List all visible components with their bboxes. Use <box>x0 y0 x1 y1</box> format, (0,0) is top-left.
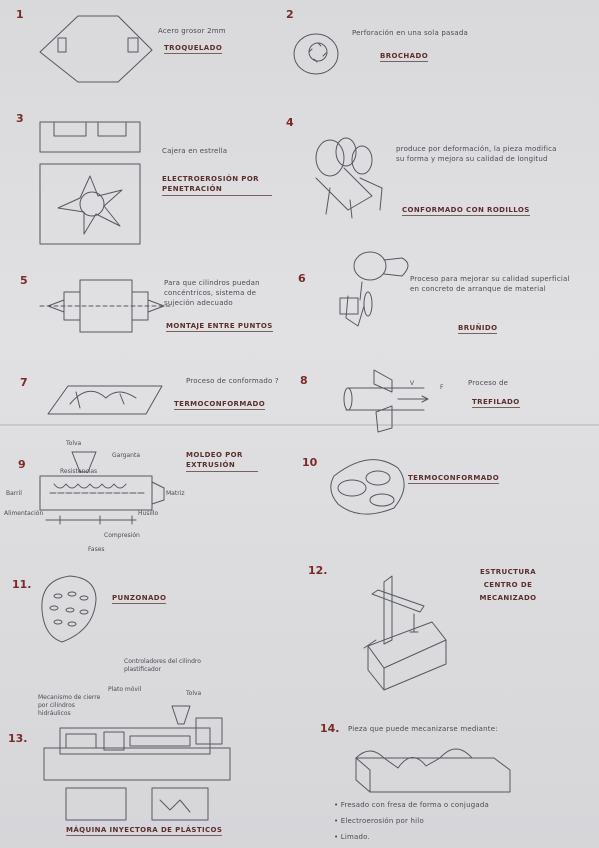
label-resistencias: Resistencias <box>60 468 98 475</box>
machined-part-sketch <box>355 748 511 793</box>
item-title: MONTAJE ENTRE PUNTOS <box>166 322 273 332</box>
item-number: 8 <box>300 374 308 387</box>
thermoformed-sheet-sketch <box>47 385 163 415</box>
eroded-block-side <box>39 121 141 153</box>
roller-forming-sketch <box>315 137 383 219</box>
force-label: F <box>440 384 444 391</box>
item-title: TERMOCONFORMADO <box>174 400 266 410</box>
star-cavity <box>57 175 123 235</box>
item-number: 9 <box>18 458 26 471</box>
item-note: Para que cilindros puedan concéntricos, … <box>164 279 260 307</box>
thermoformed-tray-sketch <box>330 459 405 515</box>
label-fases: Fases <box>88 546 105 553</box>
item-note: produce por deformación, la pieza modifi… <box>396 145 557 163</box>
eroded-block-top <box>39 163 141 245</box>
label-matriz: Matriz <box>166 490 185 497</box>
item-number: 13. <box>8 732 28 745</box>
item-title: PUNZONADO <box>112 594 167 604</box>
item-title: BROCHADO <box>380 52 429 62</box>
machining-center-sketch <box>363 575 447 691</box>
velocity-label: V <box>410 380 415 387</box>
item-title: ESTRUCTURA CENTRO DE MECANIZADO <box>479 568 537 602</box>
item-note: Proceso de conformado ? <box>186 377 279 385</box>
label-alimentacion: Alimentación <box>4 510 44 517</box>
item-number: 3 <box>16 112 24 125</box>
item-number: 6 <box>298 272 306 285</box>
label-mecanismo-cierre: Mecanismo de cierre por cilindros hidráu… <box>38 694 101 717</box>
injection-machine-sketch <box>43 705 231 821</box>
bullet-item: • Electroerosión por hilo <box>334 817 424 825</box>
item-number: 2 <box>286 8 294 21</box>
fold-line <box>0 424 599 426</box>
item-note: Cajera en estrella <box>162 147 228 155</box>
extrusion-machine-sketch <box>39 451 165 525</box>
punched-sheet-sketch <box>41 575 97 643</box>
between-centers-sketch <box>39 279 173 333</box>
bullet-item: • Limado. <box>334 833 370 841</box>
item-number: 5 <box>20 274 28 287</box>
label-tolva: Tolva <box>66 440 82 447</box>
item-title: TROQUELADO <box>164 44 223 54</box>
item-title: MÁQUINA INYECTORA DE PLÁSTICOS <box>66 826 223 836</box>
label-garganta: Garganta <box>112 452 141 459</box>
item-number: 10 <box>302 456 318 469</box>
item-title: BRUÑIDO <box>458 324 498 334</box>
item-note: Pieza que puede mecanizarse mediante: <box>348 725 498 733</box>
item-title: CONFORMADO CON RODILLOS <box>402 206 530 216</box>
item-number: 12. <box>308 564 328 577</box>
label-barril: Barril <box>6 490 22 497</box>
bullet-item: • Fresado con fresa de forma o conjugada <box>334 801 489 809</box>
item-number: 4 <box>286 116 294 129</box>
item-number: 14. <box>320 722 340 735</box>
item-note: Perforación en una sola pasada <box>352 29 468 37</box>
wire-drawing-sketch <box>343 369 429 433</box>
label-controladores: Controladores del cilindro plastificador <box>124 658 201 673</box>
item-note: Acero grosor 2mm <box>158 27 226 35</box>
item-title: TREFILADO <box>472 398 520 408</box>
item-number: 11. <box>12 578 32 591</box>
label-tolva: Tolva <box>186 690 202 697</box>
die-cut-part <box>39 15 153 83</box>
label-compresion: Compresión <box>104 532 140 539</box>
burnishing-sketch <box>339 251 409 327</box>
label-husillo: Husillo <box>138 510 159 517</box>
item-title: ELECTROEROSIÓN POR PENETRACIÓN <box>162 174 272 196</box>
item-number: 7 <box>20 376 28 389</box>
item-note: Proceso para mejorar su calidad superfic… <box>410 275 570 293</box>
item-title: TERMOCONFORMADO <box>408 474 500 484</box>
broached-washer <box>293 33 339 75</box>
item-note: Proceso de <box>468 379 509 387</box>
item-title: MOLDEO POR EXTRUSIÓN <box>186 450 258 472</box>
item-number: 1 <box>16 8 24 21</box>
label-plato-movil: Plato móvil <box>108 686 142 693</box>
